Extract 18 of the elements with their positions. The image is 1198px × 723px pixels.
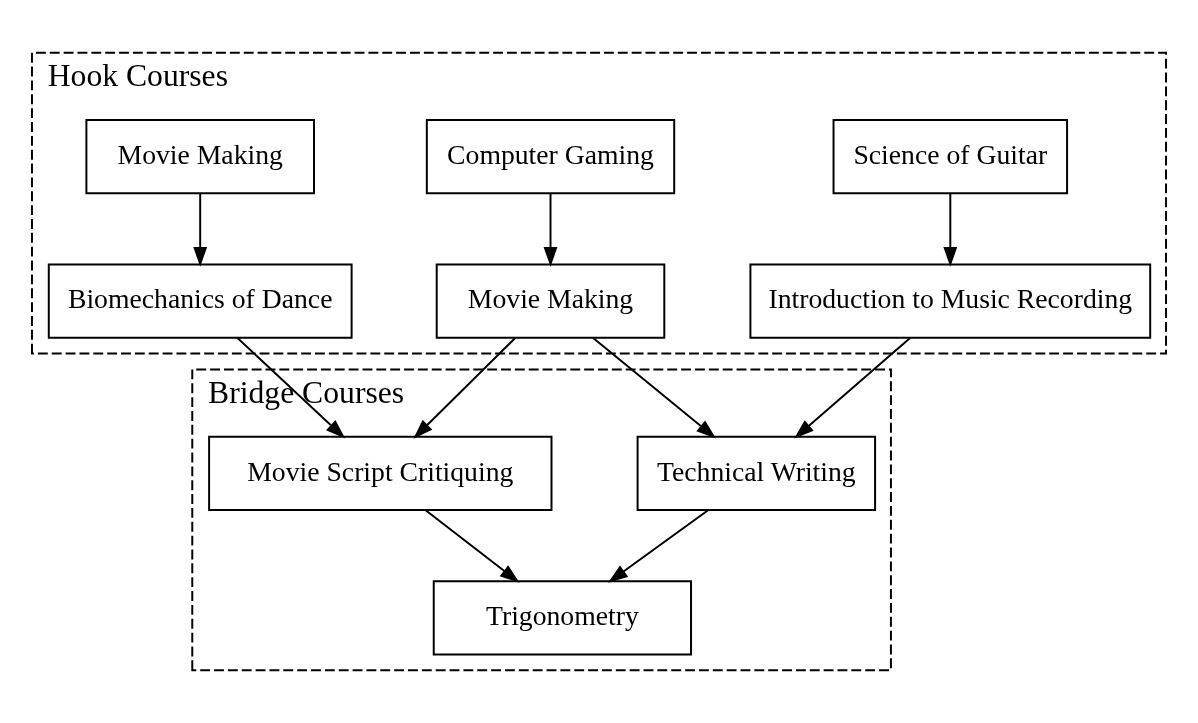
arrow	[608, 509, 710, 583]
node-box: Trigonometry	[432, 580, 692, 656]
arrow	[236, 337, 346, 439]
arrow	[424, 509, 520, 583]
arrow	[794, 337, 912, 439]
arrow	[193, 192, 208, 267]
node-box: Technical Writing	[636, 435, 877, 511]
node-box: Computer Gaming	[425, 119, 676, 195]
arrow	[413, 337, 517, 439]
node-box: Biomechanics of Dance	[47, 263, 353, 339]
node-box: Introduction to Music Recording	[749, 263, 1152, 339]
node-box: Movie Script Critiquing	[208, 435, 553, 511]
arrow	[543, 192, 558, 267]
arrow	[592, 337, 717, 439]
node-box: Science of Guitar	[832, 119, 1069, 195]
node-box: Movie Making	[85, 119, 315, 195]
arrow	[943, 192, 958, 267]
node-box: Movie Making	[435, 263, 666, 339]
